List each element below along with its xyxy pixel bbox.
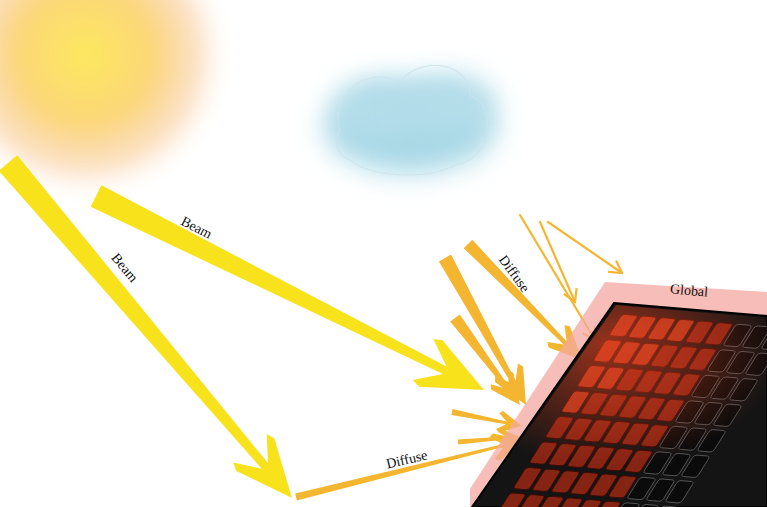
beam-label: Beam — [178, 214, 213, 241]
diffuse-ray — [548, 222, 622, 273]
panel-label: Global — [669, 282, 708, 299]
light-arrow — [295, 434, 525, 501]
light-arrow — [450, 314, 520, 405]
sun — [0, 0, 235, 205]
cloud — [325, 65, 495, 175]
panel-glow — [470, 282, 767, 507]
beam-label: Beam — [108, 251, 140, 285]
light-arrow — [0, 155, 292, 498]
panel-frame — [472, 303, 767, 507]
light-arrow — [458, 429, 520, 449]
diffuse-ray — [520, 215, 595, 340]
solar-cells — [481, 314, 767, 507]
light-arrow — [451, 409, 522, 433]
solar-panel: Global — [470, 270, 767, 507]
diffuse-label: Diffuse — [496, 253, 532, 295]
diffuse-label: Diffuse — [385, 448, 429, 471]
light-arrow — [439, 255, 526, 405]
light-arrow — [464, 240, 582, 360]
light-arrow — [91, 185, 484, 390]
light-arrows — [0, 155, 622, 500]
diffuse-ray — [540, 222, 577, 302]
panel-outline — [470, 270, 767, 507]
